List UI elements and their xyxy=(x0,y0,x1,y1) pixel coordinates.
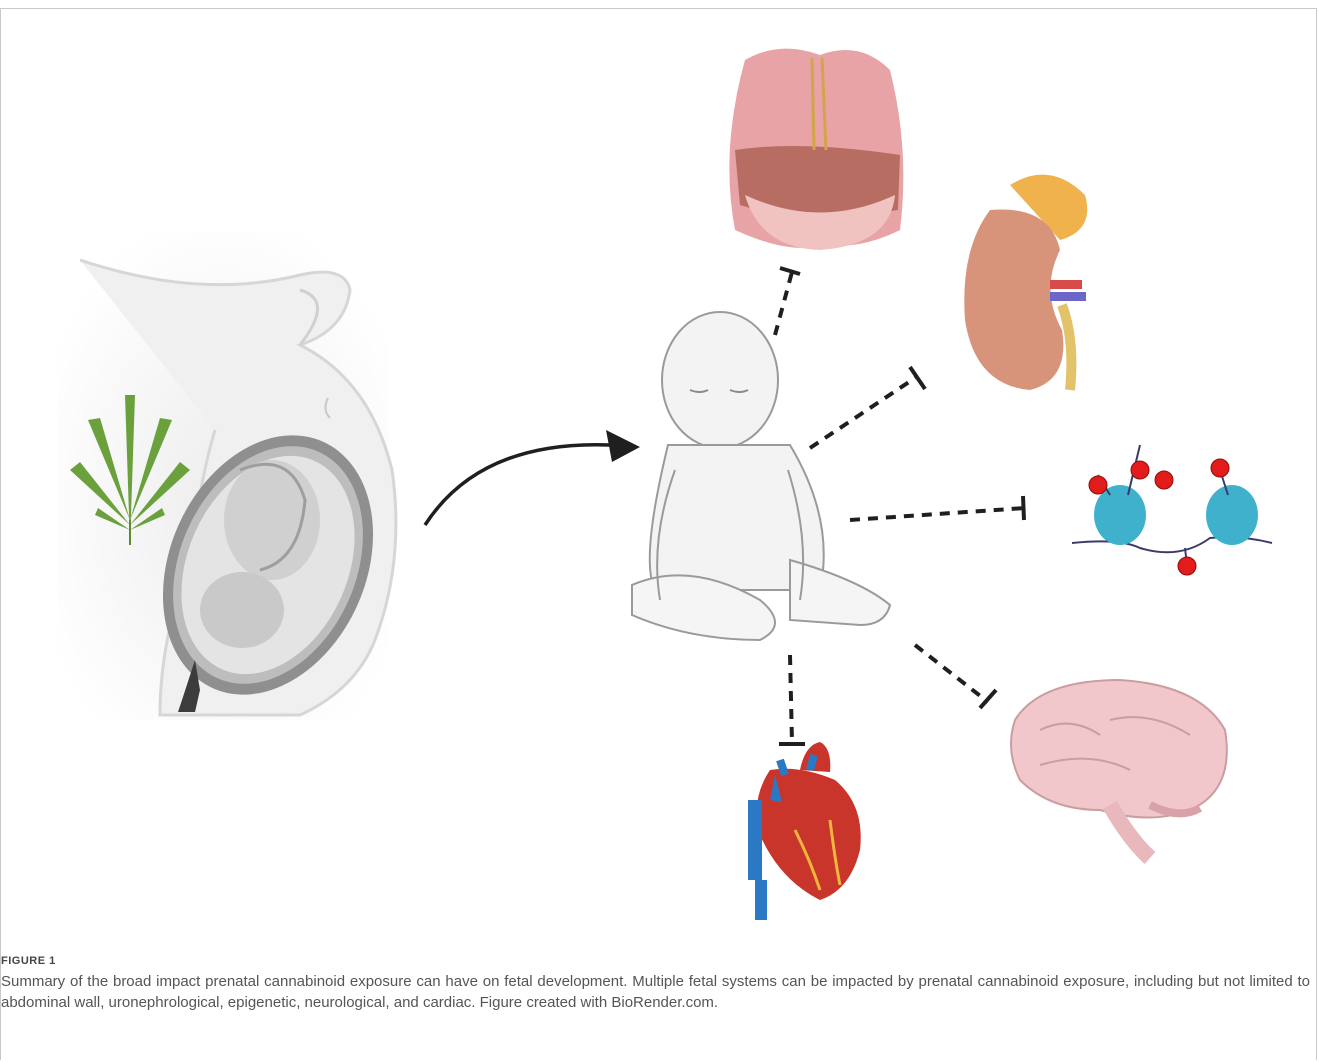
infant xyxy=(632,312,890,640)
figure-caption-block: FIGURE 1 Summary of the broad impact pre… xyxy=(0,955,1310,1013)
figure-label: FIGURE 1 xyxy=(1,955,1310,967)
heart xyxy=(748,742,861,920)
figure-caption: Summary of the broad impact prenatal can… xyxy=(0,971,1310,1013)
kidney xyxy=(964,175,1087,390)
abdominal-organs xyxy=(729,49,903,250)
brain xyxy=(1011,680,1227,858)
arrow xyxy=(425,430,640,525)
figure-illustration xyxy=(0,0,1319,950)
epigenetic-nucleosomes xyxy=(1072,445,1272,575)
